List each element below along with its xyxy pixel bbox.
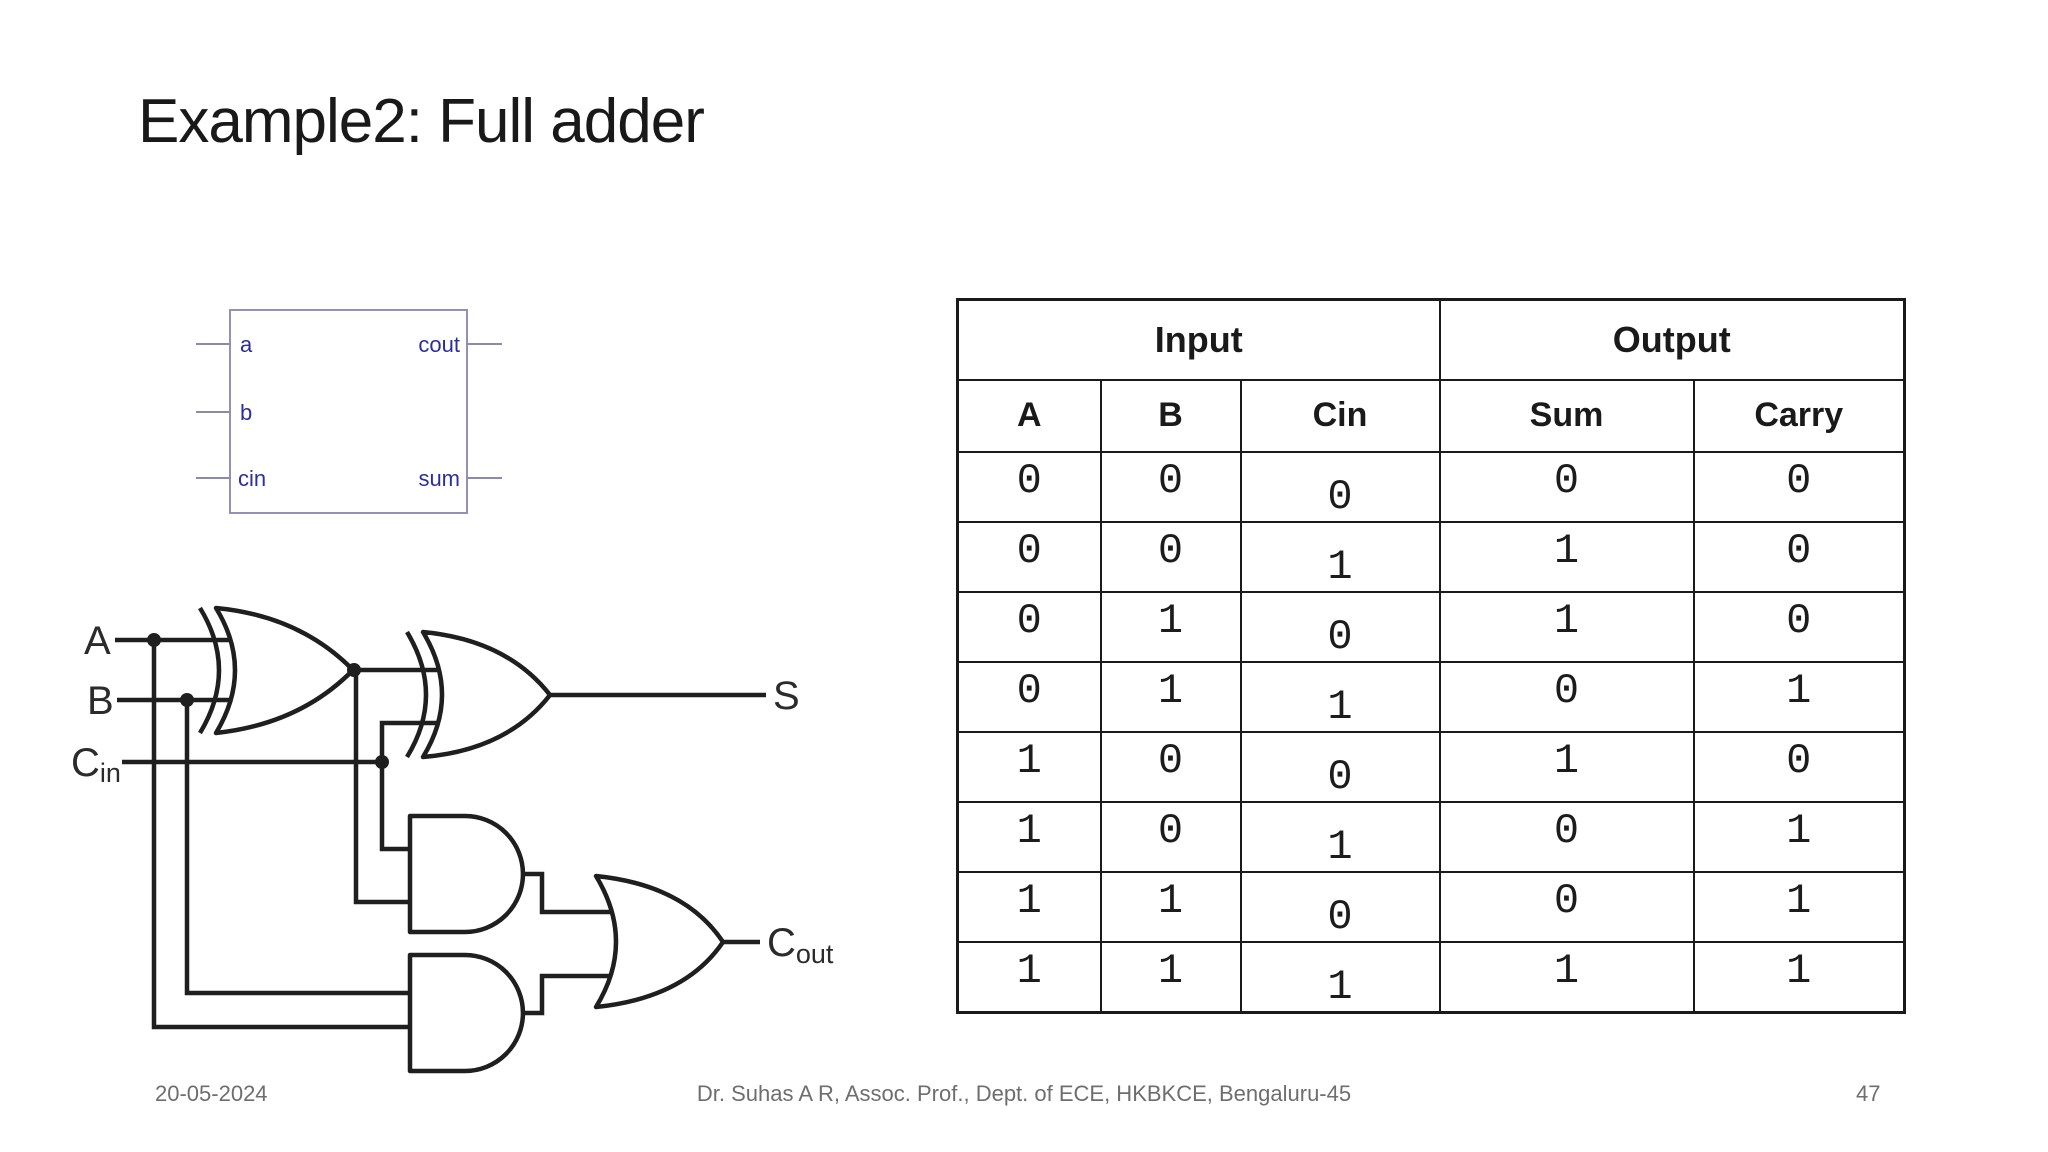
truth-table-cell: 0 xyxy=(1438,870,1695,943)
column-header-carry: Carry xyxy=(1692,378,1906,453)
truth-table-cell: 1 xyxy=(1099,590,1242,663)
xor-gate-2-body xyxy=(420,629,553,760)
truth-table-cell: 0 xyxy=(1239,870,1441,943)
truth-table-cell: 1 xyxy=(956,940,1102,1013)
wires xyxy=(115,637,766,1030)
wire-xor1-branch-to-and1 xyxy=(353,670,410,905)
footer-credit: Dr. Suhas A R, Assoc. Prof., Dept. of EC… xyxy=(696,1081,1352,1106)
truth-table-cell: 1 xyxy=(1438,520,1695,593)
signal-label-cin: Cin xyxy=(71,741,121,788)
junction-b xyxy=(180,693,194,707)
truth-table-cell: 1 xyxy=(1239,660,1441,733)
column-header-b: B xyxy=(1099,378,1242,453)
truth-table-cell: 0 xyxy=(1239,730,1441,803)
and-gate-2 xyxy=(407,952,526,1074)
truth-table-cell: 0 xyxy=(1099,520,1242,593)
wire-a-branch-to-and2 xyxy=(151,640,410,1030)
wire-b-branch-to-and2 xyxy=(184,700,410,996)
junction-xor1-out xyxy=(347,663,361,677)
signal-label-s: S xyxy=(773,674,800,718)
truth-table-cell: 0 xyxy=(1099,450,1242,523)
column-header-sum: Sum xyxy=(1438,378,1695,453)
signal-label-a: A xyxy=(84,619,111,663)
truth-table-cell: 0 xyxy=(956,660,1102,733)
truth-table-cell: 1 xyxy=(1438,590,1695,663)
wire-cin-branch-to-and1 xyxy=(379,762,410,852)
footer-date: 20-05-2024 xyxy=(155,1081,268,1106)
gates xyxy=(198,605,726,1074)
truth-table-cell: 0 xyxy=(1239,450,1441,523)
truth-table-cell: 0 xyxy=(1438,450,1695,523)
truth-table-input-header: Input xyxy=(956,298,1441,381)
truth-table-cell: 1 xyxy=(1692,940,1906,1013)
truth-table-cell: 0 xyxy=(1692,590,1906,663)
port-label-a: a xyxy=(240,332,253,357)
footer-page-number: 47 xyxy=(1856,1081,1881,1106)
slide-title: Example2: Full adder xyxy=(138,87,705,156)
junction-a xyxy=(147,633,161,647)
truth-table-cell: 1 xyxy=(1099,660,1242,733)
truth-table-cell: 1 xyxy=(1692,870,1906,943)
signal-label-cout: Cout xyxy=(767,921,834,969)
xor-gate-2-input-arc xyxy=(405,630,429,759)
column-header-cin: Cin xyxy=(1239,378,1441,453)
truth-table-group-header-row: Input Output xyxy=(956,298,1906,381)
truth-table-cell: 1 xyxy=(1239,800,1441,873)
truth-table-cell: 1 xyxy=(1438,940,1695,1013)
port-label-cout: cout xyxy=(418,332,460,357)
truth-table-cell: 1 xyxy=(1239,520,1441,593)
junction-dots xyxy=(147,633,389,769)
truth-table-cell: 1 xyxy=(956,800,1102,873)
full-adder-block-diagram: a b cin cout sum xyxy=(196,309,502,514)
xor-gate-1-input-arc xyxy=(198,606,222,735)
wire-and1-to-or xyxy=(521,871,645,915)
truth-table-cell: 0 xyxy=(1438,660,1695,733)
signal-label-b: B xyxy=(87,679,114,723)
truth-table-cell: 0 xyxy=(1692,450,1906,523)
junction-cin xyxy=(375,755,389,769)
port-label-b: b xyxy=(240,400,252,425)
truth-table-cell: 0 xyxy=(1438,800,1695,873)
column-header-a: A xyxy=(956,378,1102,453)
port-label-sum: sum xyxy=(418,466,460,491)
truth-table-cell: 0 xyxy=(1099,800,1242,873)
truth-table-cell: 0 xyxy=(1239,590,1441,663)
truth-table-cell: 1 xyxy=(1438,730,1695,803)
truth-table-cell: 1 xyxy=(956,870,1102,943)
xor-gate-1-body xyxy=(213,605,356,736)
wire-and2-to-or xyxy=(521,973,645,1016)
truth-table-cell: 1 xyxy=(1692,800,1906,873)
truth-table-cell: 1 xyxy=(1239,940,1441,1013)
truth-table-column-header-row: A B Cin Sum Carry xyxy=(956,378,1906,453)
truth-table-cell: 1 xyxy=(1099,940,1242,1013)
and-gate-1 xyxy=(407,813,526,935)
port-label-cin: cin xyxy=(238,466,266,491)
full-adder-gate-schematic: A B Cin S Cout xyxy=(71,605,834,1074)
truth-table-cell: 0 xyxy=(1692,730,1906,803)
truth-table-cell: 0 xyxy=(956,450,1102,523)
truth-table-cell: 1 xyxy=(1692,660,1906,733)
or-gate xyxy=(593,873,726,1010)
truth-table-cell: 1 xyxy=(1099,870,1242,943)
truth-table-cell: 1 xyxy=(956,730,1102,803)
truth-table-cell: 0 xyxy=(1692,520,1906,593)
truth-table-cell: 0 xyxy=(956,590,1102,663)
truth-table-output-header: Output xyxy=(1438,298,1906,381)
truth-table-cell: 0 xyxy=(956,520,1102,593)
truth-table-cell: 0 xyxy=(1099,730,1242,803)
